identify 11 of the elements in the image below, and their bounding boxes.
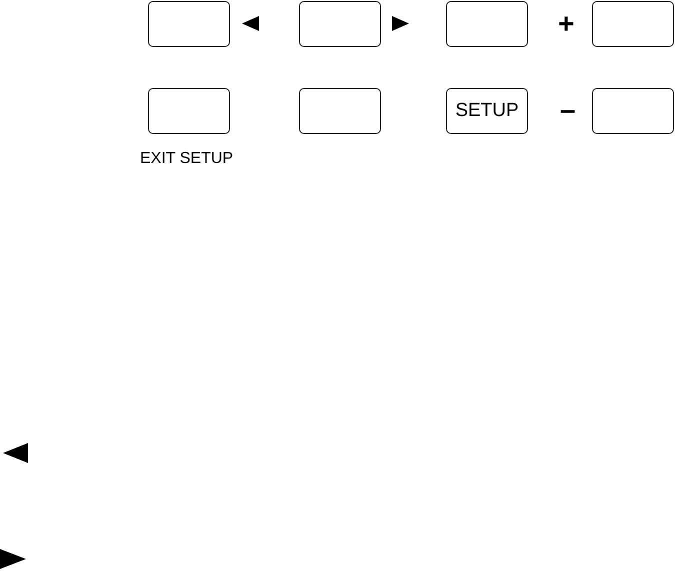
- key-button: [592, 88, 674, 134]
- key-button: [446, 1, 528, 47]
- key-caption: EXIT SETUP: [140, 150, 234, 168]
- key-button: [148, 88, 230, 134]
- sign-label: +: [558, 10, 574, 38]
- sign-label: –: [560, 96, 576, 124]
- key-button: [592, 1, 674, 47]
- key-button: [148, 1, 230, 47]
- key-button: [299, 1, 381, 47]
- key-button: [299, 88, 381, 134]
- key-button: SETUP: [446, 88, 528, 134]
